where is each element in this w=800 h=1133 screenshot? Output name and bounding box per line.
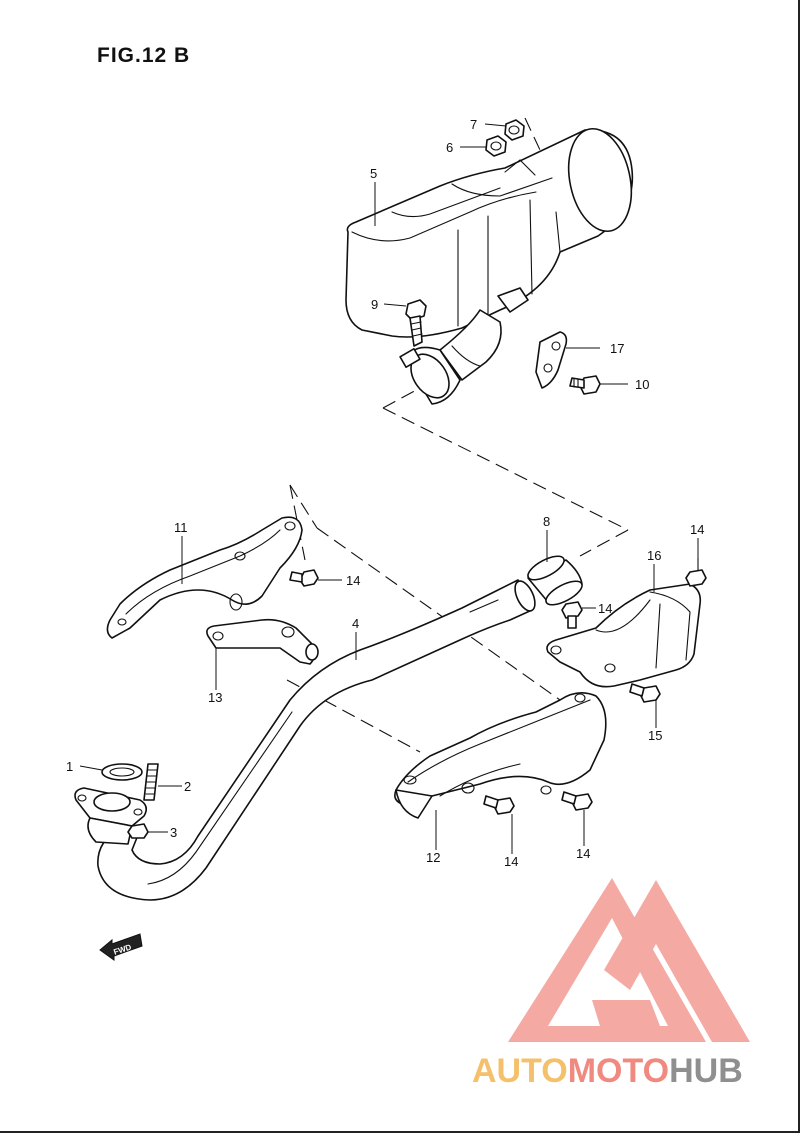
callout-5: 5 xyxy=(370,166,377,181)
assembly-guide-lines xyxy=(286,117,629,753)
heat-shield-12 xyxy=(394,692,607,819)
bolt-10 xyxy=(569,375,601,395)
bolt-9 xyxy=(405,299,427,347)
bolt-14-left xyxy=(289,569,319,587)
nut-7 xyxy=(504,119,525,141)
watermark-part-moto: MOTO xyxy=(567,1052,670,1090)
callout-6: 6 xyxy=(446,140,453,155)
callout-7: 7 xyxy=(470,117,477,132)
callout-16: 16 xyxy=(647,548,661,563)
callout-3: 3 xyxy=(170,825,177,840)
callout-14-shield-right: 14 xyxy=(576,846,590,861)
muffler xyxy=(345,127,634,381)
callout-1: 1 xyxy=(66,759,73,774)
callout-9: 9 xyxy=(371,297,378,312)
callout-labels: 7 6 5 9 17 10 8 11 14 4 13 1 2 3 12 14 1… xyxy=(66,117,704,869)
stud-2 xyxy=(143,763,159,801)
nut-6 xyxy=(485,135,507,157)
muffler-clamp xyxy=(399,346,461,405)
callout-10: 10 xyxy=(635,377,649,392)
callout-13: 13 xyxy=(208,690,222,705)
bolt-14-cover xyxy=(685,557,707,587)
pipe-flange xyxy=(74,787,148,845)
nut-3 xyxy=(127,823,149,839)
bracket-17 xyxy=(535,331,568,389)
watermark-part-hub: HUB xyxy=(669,1052,743,1090)
callout-4: 4 xyxy=(352,616,359,631)
cover-16 xyxy=(546,583,702,688)
bolt-15 xyxy=(629,683,661,703)
gasket-1 xyxy=(101,763,143,781)
callout-14-cover: 14 xyxy=(690,522,704,537)
heat-shield-11 xyxy=(106,516,303,639)
callout-11: 11 xyxy=(174,520,188,535)
callout-12: 12 xyxy=(426,850,440,865)
callout-14-left: 14 xyxy=(346,573,360,588)
watermark-logo-mark xyxy=(508,878,750,1042)
callout-14-sleeve: 14 xyxy=(598,601,612,616)
callout-2: 2 xyxy=(184,779,191,794)
bolt-14-shield-left xyxy=(483,795,515,815)
forward-arrow: FWD xyxy=(99,933,143,961)
watermark-wordmark: AUTOMOTOHUB xyxy=(472,1052,743,1091)
leader-lines xyxy=(79,123,699,854)
callout-17: 17 xyxy=(610,341,624,356)
bracket-13 xyxy=(206,618,319,665)
bolt-14-shield-right xyxy=(561,791,593,811)
exhaust-pipe xyxy=(97,579,536,901)
watermark-part-auto: AUTO xyxy=(472,1052,568,1090)
callout-14-shield-left: 14 xyxy=(504,854,518,869)
callout-8: 8 xyxy=(543,514,550,529)
figure-title: FIG.12 B xyxy=(97,44,191,67)
sleeve-8 xyxy=(527,555,583,606)
bolt-14-sleeve xyxy=(561,601,583,629)
callout-15: 15 xyxy=(648,728,662,743)
